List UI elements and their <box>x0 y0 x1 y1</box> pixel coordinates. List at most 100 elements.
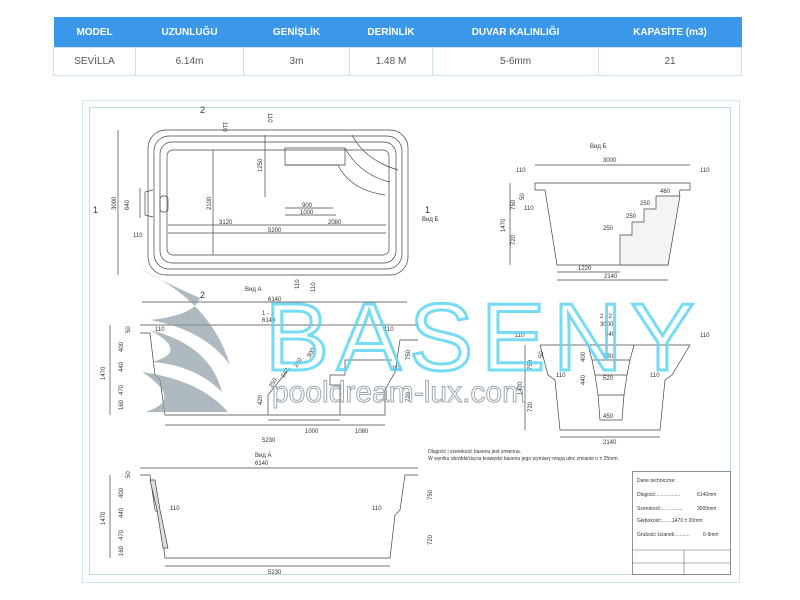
svg-text:420: 420 <box>258 394 264 405</box>
svg-text:1470: 1470 <box>101 366 107 380</box>
svg-text:110: 110 <box>266 113 272 123</box>
svg-text:110: 110 <box>295 279 301 289</box>
col-width: GENİŞLİK <box>243 17 350 48</box>
spec-header-row: MODEL UZUNLUĞU GENİŞLİK DERİNLİK DUVAR K… <box>53 17 742 48</box>
view-a-labels: Вид А 6140 50 400 440 470 160 1470 110 1… <box>101 453 434 576</box>
svg-text:160: 160 <box>119 545 125 556</box>
svg-text:5230: 5230 <box>268 570 282 576</box>
svg-text:50: 50 <box>539 351 545 358</box>
svg-text:Вид А: Вид А <box>255 453 272 459</box>
svg-text:110: 110 <box>392 366 402 372</box>
svg-text:6-9mm: 6-9mm <box>703 532 719 538</box>
svg-text:3000mm: 3000mm <box>697 506 716 512</box>
svg-text:2 - 2: 2 - 2 <box>600 314 613 320</box>
col-depth: DERİNLİK <box>349 17 433 48</box>
svg-text:450: 450 <box>603 414 614 420</box>
svg-text:3000: 3000 <box>603 158 617 164</box>
svg-text:2: 2 <box>200 105 205 115</box>
svg-text:110: 110 <box>170 506 180 512</box>
svg-text:110: 110 <box>650 373 660 379</box>
svg-text:110: 110 <box>516 168 526 174</box>
cell-depth: 1.48 M <box>349 47 433 76</box>
svg-text:470: 470 <box>119 384 125 395</box>
svg-text:720: 720 <box>406 391 412 402</box>
section-1-1-labels: 1 - 1 6140 110 110 50 400 440 470 160 14… <box>101 311 412 444</box>
svg-text:Вид А: Вид А <box>245 287 262 293</box>
note-line-2: W wyniku obróbki/cięcia krawędzi basenu … <box>428 456 619 462</box>
svg-text:110: 110 <box>311 282 317 292</box>
svg-text:440: 440 <box>119 361 125 372</box>
plan-labels: 2 2 1 1 Вид Б Вид А 110 110 1250 3000 64… <box>93 105 439 303</box>
svg-text:Długość:.................: Długość:................. <box>637 492 680 498</box>
svg-text:2: 2 <box>200 290 205 300</box>
watermark-site: pooldream-lux.com <box>272 376 527 409</box>
svg-text:1470: 1470 <box>101 511 107 525</box>
svg-text:250: 250 <box>603 226 614 232</box>
svg-text:5230: 5230 <box>262 438 276 444</box>
svg-text:1220: 1220 <box>578 266 592 272</box>
watermark-brand: BASENY <box>265 284 702 391</box>
svg-text:720: 720 <box>511 234 517 245</box>
svg-text:440: 440 <box>119 507 125 518</box>
svg-text:Вид Б: Вид Б <box>422 217 439 223</box>
sailboat-logo <box>138 268 230 412</box>
svg-text:2080: 2080 <box>328 220 342 226</box>
svg-text:50: 50 <box>126 326 132 333</box>
svg-text:750: 750 <box>528 359 534 370</box>
svg-text:400: 400 <box>119 487 125 498</box>
note-line-1: Długość i szerokość basenu jest zmienna. <box>428 449 521 455</box>
svg-text:110: 110 <box>515 333 525 339</box>
svg-text:250: 250 <box>640 201 651 207</box>
view-b <box>509 164 691 281</box>
col-capacity: KAPASİTE (m3) <box>598 17 742 48</box>
plan-view <box>117 129 409 303</box>
svg-text:3000: 3000 <box>112 196 118 210</box>
svg-text:2140: 2140 <box>603 440 617 446</box>
svg-text:2100: 2100 <box>207 196 213 210</box>
cell-length: 6.14m <box>135 47 244 76</box>
col-model: MODEL <box>53 17 136 48</box>
svg-text:640: 640 <box>605 332 616 338</box>
svg-text:6140mm: 6140mm <box>697 492 716 498</box>
svg-text:750: 750 <box>428 489 434 500</box>
svg-text:440: 440 <box>581 374 587 385</box>
svg-text:160: 160 <box>119 399 125 410</box>
svg-text:110: 110 <box>372 506 382 512</box>
svg-text:3120: 3120 <box>219 220 233 226</box>
svg-text:50: 50 <box>126 471 132 478</box>
svg-text:720: 720 <box>428 534 434 545</box>
svg-text:110: 110 <box>524 206 534 212</box>
spec-table: MODEL UZUNLUĞU GENİŞLİK DERİNLİK DUVAR K… <box>53 17 742 76</box>
svg-text:1 - 1: 1 - 1 <box>262 311 275 317</box>
svg-text:110: 110 <box>221 122 227 132</box>
svg-text:250: 250 <box>269 377 280 389</box>
svg-text:1250: 1250 <box>258 158 264 172</box>
svg-text:400: 400 <box>119 341 125 352</box>
svg-text:1470 ± 20mm: 1470 ± 20mm <box>672 518 703 524</box>
svg-text:520: 520 <box>603 376 614 382</box>
svg-text:110: 110 <box>384 327 394 333</box>
svg-text:Вид Б: Вид Б <box>590 144 607 150</box>
svg-text:1470: 1470 <box>518 381 524 395</box>
svg-text:240: 240 <box>281 367 292 379</box>
svg-text:750: 750 <box>406 349 412 360</box>
svg-text:1470: 1470 <box>501 218 507 232</box>
svg-text:Grubość ścianek:..........: Grubość ścianek:.......... <box>637 532 690 538</box>
drawing-inner-frame <box>89 107 731 575</box>
cell-capacity: 21 <box>598 47 742 76</box>
cell-wall-thickness: 5-6mm <box>432 47 599 76</box>
svg-text:1080: 1080 <box>355 429 369 435</box>
tech-data-box: Dane techniczne: Długość:...............… <box>632 471 731 575</box>
col-length: UZUNLUĞU <box>135 17 244 48</box>
svg-text:2140: 2140 <box>604 274 618 280</box>
svg-text:900: 900 <box>302 203 313 209</box>
svg-text:Szerokość:...............: Szerokość:............... <box>637 506 683 512</box>
svg-text:5200: 5200 <box>268 228 282 234</box>
svg-text:640: 640 <box>125 199 131 210</box>
svg-text:Dane techniczne:: Dane techniczne: <box>637 478 676 484</box>
svg-text:250: 250 <box>626 214 637 220</box>
svg-text:750: 750 <box>511 199 517 210</box>
technical-drawing: 2 2 1 1 Вид Б Вид А 110 110 1250 3000 64… <box>82 100 740 583</box>
svg-text:110: 110 <box>155 327 165 333</box>
view-b-labels: Вид Б 3000 110 110 460 250 250 250 1470 … <box>501 144 710 280</box>
